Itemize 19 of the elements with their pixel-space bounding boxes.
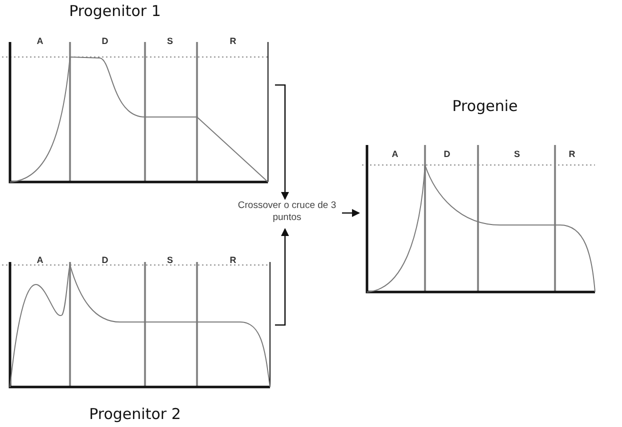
- crossover-label: Crossover o cruce de 3 puntos: [236, 200, 338, 224]
- column-label: A: [36, 255, 44, 265]
- column-label: D: [102, 255, 108, 265]
- plot-title: Progenitor 2: [89, 405, 181, 423]
- column-label: S: [167, 255, 173, 265]
- arrow: [275, 84, 289, 200]
- column-label: D: [102, 36, 108, 46]
- column-label: S: [167, 36, 173, 46]
- column-label: A: [36, 36, 44, 46]
- column-label: R: [230, 255, 236, 265]
- column-label: S: [514, 149, 520, 159]
- plot-title: Progenie: [452, 97, 518, 115]
- column-label: A: [392, 149, 398, 159]
- plot-title: Progenitor 1: [69, 2, 161, 20]
- column-label: D: [444, 149, 450, 159]
- column-label: R: [230, 36, 236, 46]
- arrow: [275, 228, 289, 326]
- column-label: R: [568, 149, 576, 159]
- arrow: [342, 209, 360, 217]
